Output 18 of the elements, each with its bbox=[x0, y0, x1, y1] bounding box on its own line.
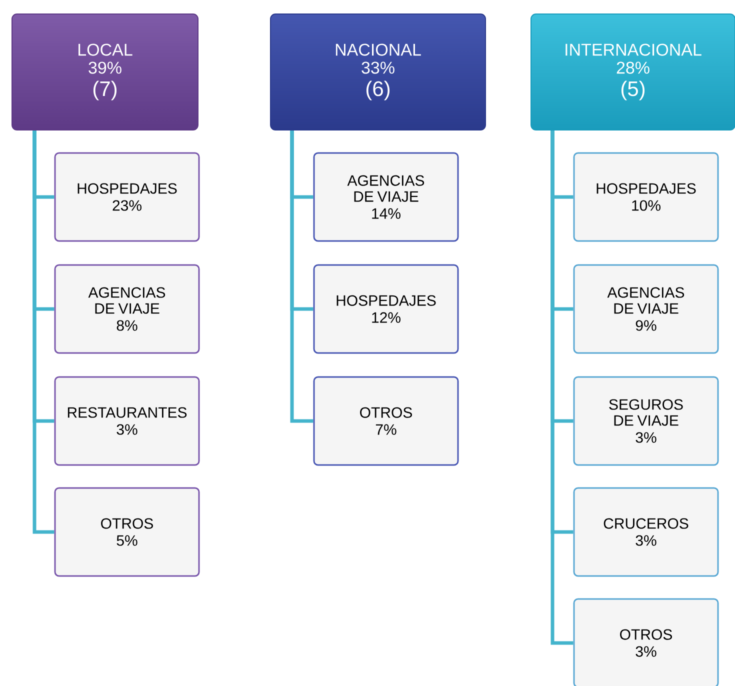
item-box: AGENCIAS DE VIAJE 8% bbox=[54, 264, 200, 354]
connector-line bbox=[32, 130, 54, 534]
item-box: SEGUROS DE VIAJE 3% bbox=[573, 376, 719, 466]
item-box: HOSPEDAJES 10% bbox=[573, 152, 719, 242]
item-box: OTROS 5% bbox=[54, 487, 200, 577]
item-box: HOSPEDAJES 23% bbox=[54, 152, 200, 242]
category-box: INTERNACIONAL 28% (5) bbox=[530, 14, 735, 130]
connector-line bbox=[290, 130, 314, 423]
item-box: AGENCIAS DE VIAJE 9% bbox=[573, 264, 719, 354]
item-box: OTROS 3% bbox=[573, 598, 719, 686]
category-box: LOCAL 39% (7) bbox=[12, 14, 198, 130]
item-box: CRUCEROS 3% bbox=[573, 487, 719, 577]
item-box: RESTAURANTES 3% bbox=[54, 376, 200, 466]
category-box: NACIONAL 33% (6) bbox=[270, 14, 486, 130]
connector-line bbox=[550, 130, 574, 645]
item-box: HOSPEDAJES 12% bbox=[313, 264, 459, 354]
item-box: OTROS 7% bbox=[313, 376, 459, 466]
item-box: AGENCIAS DE VIAJE 14% bbox=[313, 152, 459, 242]
